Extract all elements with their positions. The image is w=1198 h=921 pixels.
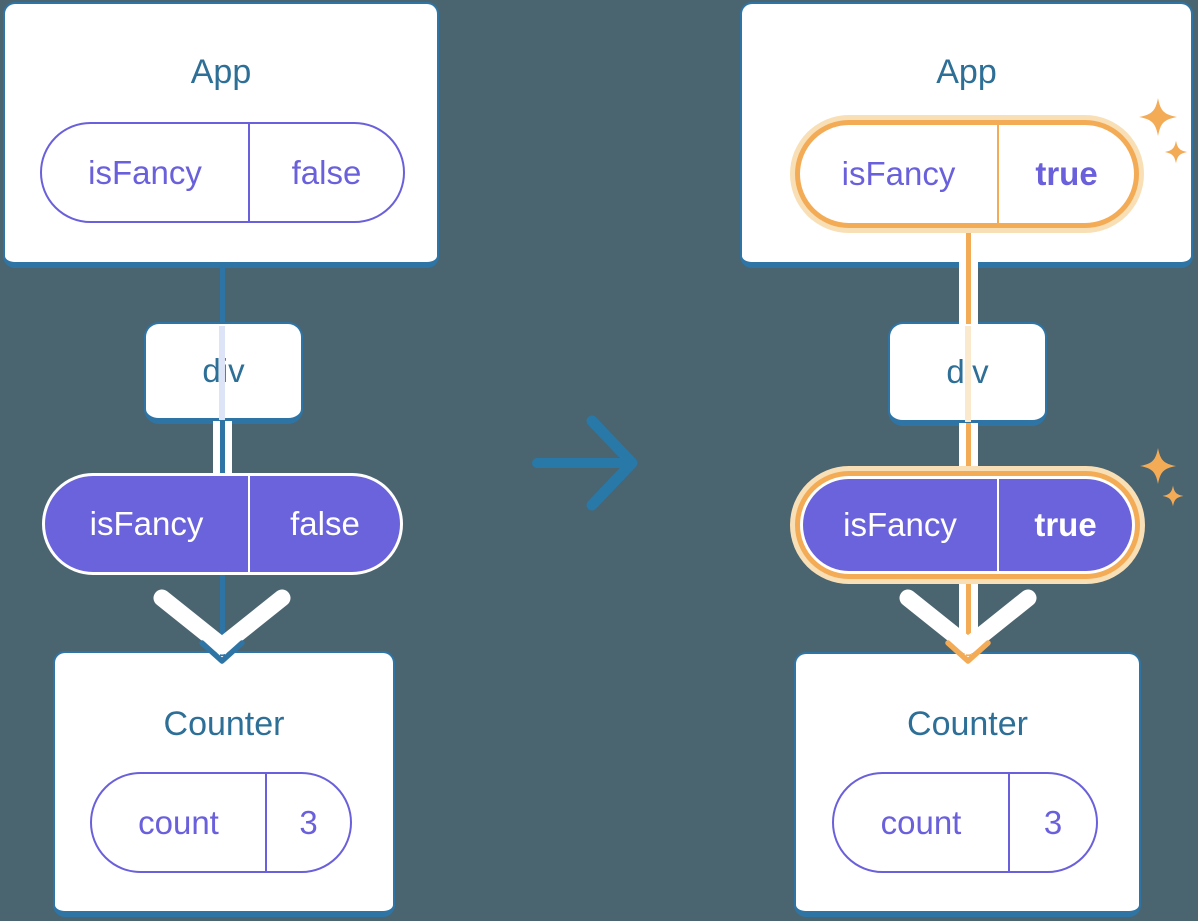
counter-title: Counter <box>907 705 1028 743</box>
edge-app-div <box>965 226 971 324</box>
state-name: count <box>92 774 267 871</box>
app-state-pill-highlighted: isFancy true <box>795 120 1139 228</box>
edge-pill-counter <box>965 578 971 656</box>
edge-div-pill <box>965 423 971 477</box>
arrowhead-icon <box>945 640 991 664</box>
state-value: false <box>291 153 362 191</box>
prop-pipe-right <box>970 423 978 475</box>
state-name: isFancy <box>800 125 999 223</box>
state-value: 3 <box>299 803 318 841</box>
prop-pipe-right <box>970 581 978 639</box>
prop-pipe-left <box>958 262 966 324</box>
sparkle-icon <box>1139 447 1177 485</box>
prop-pipe-left <box>212 421 220 475</box>
edge-app-div <box>219 264 225 324</box>
prop-pipe-left <box>958 581 966 639</box>
transition-arrow-icon <box>532 415 638 511</box>
state-name: isFancy <box>42 124 250 221</box>
prop-passthrough-line <box>219 326 225 420</box>
prop-pill-highlighted: isFancy true <box>795 471 1140 579</box>
state-value: 3 <box>1043 803 1063 841</box>
app-title: App <box>936 53 997 91</box>
prop-name: isFancy <box>45 476 250 572</box>
sparkle-icon <box>1162 485 1184 507</box>
prop-value: false <box>290 505 360 542</box>
prop-value: true <box>1034 506 1097 543</box>
prop-pipe-right <box>224 421 232 475</box>
prop-pipe-right <box>970 262 978 324</box>
prop-passthrough-line <box>965 326 971 422</box>
prop-pill: isFancy false <box>42 473 403 575</box>
arrowhead-icon <box>199 640 245 664</box>
sparkle-icon <box>1139 98 1177 136</box>
prop-pipe-left <box>958 423 966 475</box>
prop-arrow-icon <box>899 589 1037 655</box>
state-name: count <box>834 774 1010 871</box>
edge-div-pill <box>219 421 225 475</box>
app-state-pill: isFancy false <box>40 122 405 223</box>
prop-arrow-icon <box>153 589 291 655</box>
app-title: App <box>190 53 252 91</box>
counter-title: Counter <box>163 705 285 743</box>
counter-state-pill: count 3 <box>90 772 352 873</box>
edge-pill-counter <box>219 574 225 656</box>
sparkle-icon <box>1164 140 1188 164</box>
prop-name: isFancy <box>803 479 999 571</box>
state-value: true <box>1035 155 1098 192</box>
counter-state-pill: count 3 <box>832 772 1098 873</box>
